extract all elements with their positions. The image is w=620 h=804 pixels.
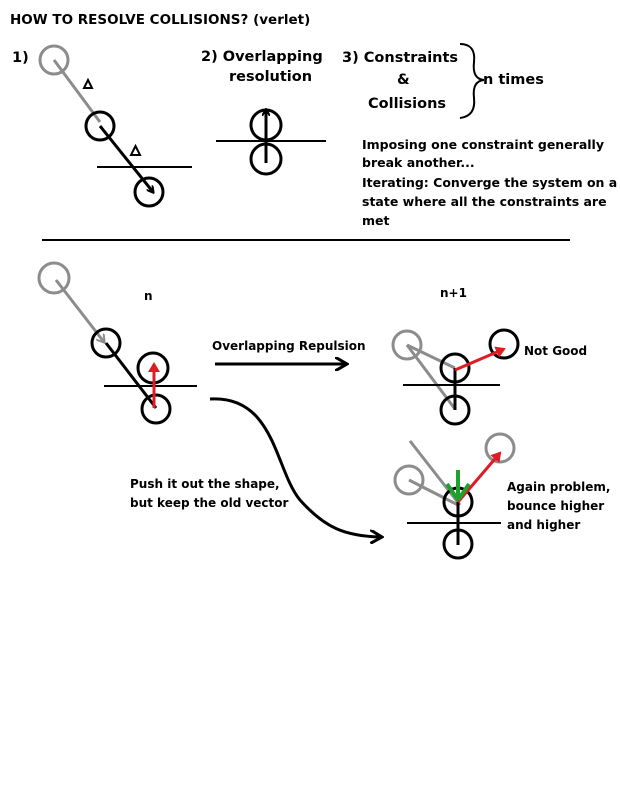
step-2-diagram: 2) Overlapping resolution	[201, 49, 326, 176]
overlapping-circle	[140, 393, 172, 425]
previous-velocity-line	[408, 478, 459, 507]
note-line: state where all the constraints are	[362, 194, 607, 209]
bad-velocity-arrow	[454, 346, 506, 372]
current-position-circle	[84, 110, 116, 142]
note-line: break another...	[362, 155, 475, 170]
step-3-label-line-2: &	[397, 72, 410, 88]
current-velocity-arrow	[98, 125, 153, 192]
overlapping-repulsion-label: Overlapping Repulsion	[212, 339, 366, 353]
previous-velocity-line	[52, 59, 102, 123]
curly-brace	[459, 43, 485, 119]
page-title: HOW TO RESOLVE COLLISIONS? (verlet)	[10, 12, 310, 28]
step-3-label-line-1: 3) Constraints	[342, 50, 458, 66]
step-3-diagram: 3) Constraints & Collisions n times	[342, 43, 544, 119]
previous-velocity-line	[406, 343, 456, 370]
previous-position-circle	[37, 261, 71, 295]
delta-symbol	[129, 143, 142, 156]
previous-position-circle	[391, 329, 423, 361]
push-out-transition: Push it out the shape, but keep the old …	[130, 397, 380, 537]
curved-transition-arrow	[209, 397, 380, 537]
bounce-velocity-arrow	[456, 451, 502, 503]
n-times-label: n times	[483, 72, 544, 88]
step-2-label-line-2: resolution	[229, 69, 312, 85]
step-1-diagram: 1)	[12, 44, 192, 208]
not-good-label: Not Good	[524, 344, 587, 358]
previous-velocity-line	[408, 440, 462, 506]
next-position-circle	[488, 328, 520, 360]
note-line: Imposing one constraint generally	[362, 137, 604, 152]
again-problem-label-line-3: and higher	[507, 518, 580, 532]
step-2-label-line-1: 2) Overlapping	[201, 49, 323, 65]
state-n-label: n	[144, 289, 153, 303]
current-position-circle	[90, 327, 122, 359]
correction-vector	[456, 482, 471, 502]
step-1-label: 1)	[12, 50, 29, 66]
correction-vector	[445, 482, 460, 502]
previous-position-circle	[393, 464, 425, 496]
state-n-plus-1-label: n+1	[440, 286, 467, 300]
state-n-diagram: n	[37, 261, 197, 425]
next-position-circle	[133, 176, 165, 208]
again-problem-label-line-1: Again problem,	[507, 480, 610, 494]
step-3-label-line-3: Collisions	[368, 96, 446, 112]
note-line: met	[362, 213, 390, 228]
delta-symbol	[82, 77, 94, 89]
again-problem-label-line-2: bounce higher	[507, 499, 604, 513]
state-n-plus-1-diagram: n+1 Not Good	[391, 286, 587, 426]
push-out-label-line-1: Push it out the shape,	[130, 477, 280, 491]
iteration-notes: Imposing one constraint generally break …	[362, 137, 617, 228]
note-line: Iterating: Converge the system on a	[362, 175, 617, 190]
overlapping-repulsion-transition: Overlapping Repulsion	[212, 339, 366, 364]
bounce-problem-diagram: Again problem, bounce higher and higher	[393, 432, 610, 560]
push-out-label-line-2: but keep the old vector	[130, 496, 289, 510]
previous-position-circle	[38, 44, 70, 76]
higher-position-circle	[484, 432, 516, 464]
